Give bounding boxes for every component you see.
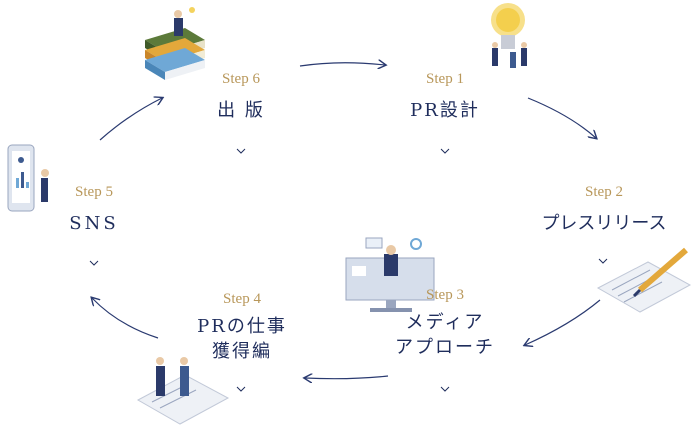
chevron-down-icon	[598, 258, 608, 264]
step-title-line2: アプローチ	[395, 337, 495, 358]
chevron-down-icon	[236, 148, 246, 154]
phone-illustration	[7, 144, 49, 212]
step-label: Step 4	[223, 291, 261, 307]
arrow-4-to-5	[92, 298, 159, 339]
step-6: Step 6 出 版	[195, 70, 287, 123]
chevron-down-icon	[236, 386, 246, 392]
monitor-illustration	[345, 237, 435, 312]
step-label: Step 1	[426, 71, 464, 87]
lightbulb-illustration	[491, 3, 527, 68]
document-pen-illustration	[596, 247, 692, 313]
chevron-down-icon	[440, 148, 450, 154]
handshake-illustration	[136, 357, 230, 425]
step-title: SNS	[69, 213, 119, 234]
books-illustration	[145, 7, 205, 80]
step-4: Step 4 PRの仕事 獲得編	[188, 290, 296, 364]
step-label: Step 3	[426, 287, 464, 303]
step-title: プレスリリース	[541, 213, 667, 234]
chevron-down-icon	[440, 386, 450, 392]
step-title-line1: メディア	[405, 312, 485, 333]
step-3: Step 3 メディア アプローチ	[387, 286, 503, 360]
step-label: Step 2	[585, 184, 623, 200]
step-2: Step 2 プレスリリース	[532, 183, 676, 236]
step-title: PR設計	[410, 100, 480, 121]
arrow-1-to-2	[527, 97, 596, 138]
chevron-down-icon	[89, 260, 99, 266]
arrow-3-to-4	[305, 376, 389, 379]
step-5: Step 5 SNS	[52, 183, 136, 236]
arrow-2-to-3	[525, 299, 601, 345]
step-title: 出 版	[217, 100, 265, 121]
step-1: Step 1 PR設計	[395, 70, 495, 123]
arrow-6-to-1	[299, 63, 385, 66]
step-title-line2: 獲得編	[212, 341, 272, 362]
step-label: Step 6	[222, 71, 260, 87]
step-label: Step 5	[75, 184, 113, 200]
step-title-line1: PRの仕事	[197, 316, 287, 337]
arrow-5-to-6	[99, 98, 162, 141]
